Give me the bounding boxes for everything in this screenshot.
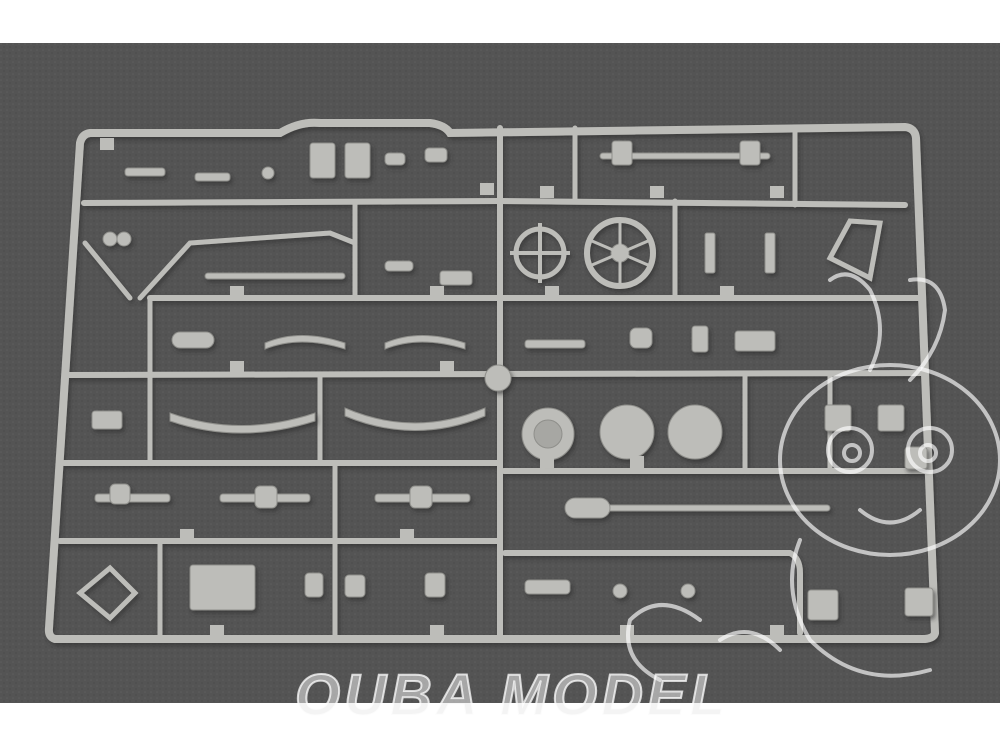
part-leaf-spring-2	[384, 335, 466, 350]
part-mount-1	[524, 339, 586, 349]
part-diff-3	[109, 483, 131, 505]
part-jerrycan-1	[807, 589, 839, 621]
gate-tab	[540, 186, 554, 198]
part-plate-large	[189, 564, 256, 611]
part-handle-1	[384, 152, 406, 166]
part-sight-cross	[510, 223, 570, 283]
part-bracket-2	[344, 142, 371, 179]
part-steering-wheel	[584, 217, 656, 289]
part-lever-1	[124, 167, 166, 177]
part-clamp-1	[691, 325, 709, 353]
part-lamp-1	[629, 327, 653, 349]
part-muffler	[564, 497, 611, 519]
gate-tab	[440, 361, 454, 373]
gate-tab	[230, 286, 244, 298]
part-arm-1	[384, 260, 414, 272]
gate-tab	[210, 625, 224, 637]
part-handle-2	[424, 147, 448, 163]
part-ball-1	[612, 583, 628, 599]
part-hinge-1	[611, 140, 633, 166]
gate-tab	[770, 625, 784, 637]
gate-tab	[650, 186, 664, 198]
part-bracket-bottom-1	[304, 572, 324, 598]
part-jerrycan-2	[904, 587, 934, 617]
part-diff-1	[254, 485, 278, 509]
gate-tab	[100, 138, 114, 150]
part-bracket-1	[309, 142, 336, 179]
part-axle-1	[94, 493, 171, 503]
part-leaf-spring-1	[264, 335, 346, 350]
part-steering-spokes	[591, 223, 649, 283]
part-axle-bar	[204, 272, 346, 280]
gate-tab	[620, 625, 634, 637]
part-arm-2	[439, 270, 473, 286]
gate-tab	[720, 286, 734, 298]
part-shaft-long	[599, 152, 771, 160]
gate-tabs	[100, 138, 784, 637]
part-wheel-disc-1	[599, 404, 655, 460]
part-frame-arch	[826, 218, 883, 282]
part-wheel-disc-2	[667, 404, 723, 460]
part-ball-2	[680, 583, 696, 599]
part-leaf-spring-4	[344, 407, 486, 431]
part-crank	[524, 579, 571, 595]
gate-tab	[630, 456, 644, 468]
sprue-frame	[0, 43, 1000, 703]
gate-tab	[540, 456, 554, 468]
part-pulley-set	[76, 564, 139, 622]
gate-tab	[480, 183, 494, 195]
part-leaf-spring-3	[169, 412, 316, 434]
gate-tab	[400, 529, 414, 541]
part-hinge-2	[739, 140, 761, 166]
part-winch	[91, 410, 123, 430]
part-fuel-tank-small	[171, 331, 215, 349]
gate-tab	[770, 186, 784, 198]
part-diff-2	[409, 485, 433, 509]
sprue-parts	[76, 140, 934, 622]
part-block-1	[734, 330, 776, 352]
part-bracket-bottom-2	[344, 574, 366, 598]
part-wheel-small-2	[116, 231, 132, 247]
gate-tab	[545, 286, 559, 298]
part-block-bottom	[904, 446, 928, 470]
gate-tab	[230, 361, 244, 373]
part-seat-legs	[704, 232, 716, 274]
part-bracket-bottom-3	[424, 572, 446, 598]
part-block-3	[877, 404, 905, 432]
part-block-2	[824, 404, 852, 432]
part-lever-2	[194, 172, 231, 182]
gate-tab	[430, 286, 444, 298]
part-seat-legs-2	[764, 232, 776, 274]
part-wheel-small-1	[102, 231, 118, 247]
runner-diagonal	[82, 230, 358, 301]
part-gate-hub	[484, 364, 512, 392]
part-knob-1	[261, 166, 275, 180]
gate-tab	[430, 625, 444, 637]
gate-tab	[180, 529, 194, 541]
part-hub-drum-inner	[533, 419, 563, 449]
background-board	[0, 43, 1000, 703]
outer-frame-runner	[44, 118, 940, 643]
